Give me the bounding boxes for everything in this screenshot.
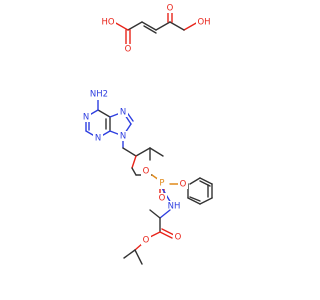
propyl-linker bbox=[122, 147, 164, 181]
amine-nh2-label: NH2 bbox=[90, 90, 108, 100]
fumaric-acid bbox=[113, 9, 199, 45]
fumarate-carbonyl-left-label: O bbox=[125, 45, 132, 55]
fumarate-hydroxyl-right-label: OH bbox=[197, 18, 210, 28]
molecule-structure-diagram: HO O O OH NH2 N N N N bbox=[81, 3, 213, 265]
phosphoryl-oxygen-label: O bbox=[159, 194, 166, 204]
phosphorus-label: P bbox=[159, 179, 164, 189]
adenine-n9-label: N bbox=[120, 132, 126, 142]
ether-oxygen-label: O bbox=[143, 167, 150, 177]
adenine-n3-label: N bbox=[95, 134, 101, 144]
fumarate-carbonyl-right-label: O bbox=[167, 4, 174, 14]
ester-carbonyl-oxygen-label: O bbox=[175, 233, 182, 243]
ester-oxygen-label: O bbox=[143, 236, 150, 246]
phenoxy-oxygen-label: O bbox=[180, 180, 187, 190]
fumarate-hydroxyl-left-label: HO bbox=[101, 18, 114, 28]
adenine-n1-label: N bbox=[83, 113, 89, 123]
amide-nh-label: NH bbox=[168, 202, 181, 212]
adenine-n7-label: N bbox=[120, 108, 126, 118]
